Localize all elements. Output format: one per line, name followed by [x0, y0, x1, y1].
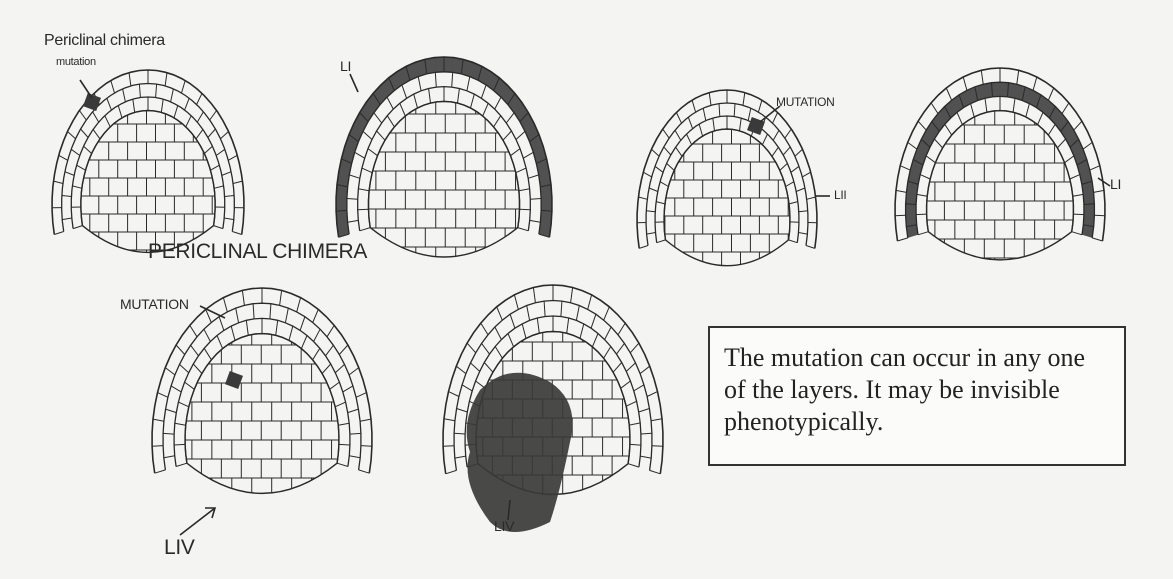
- dome-liv-sector: [443, 285, 663, 551]
- pointer-mutation-small: [80, 80, 92, 98]
- label-periclinal-chimera-small: Periclinal chimera: [44, 32, 165, 50]
- dome-liv-mutation: [152, 288, 372, 535]
- dome-li-shaded: [336, 57, 552, 304]
- label-li-1: LI: [340, 58, 351, 74]
- pointer-liv-1: [180, 508, 215, 535]
- dome-lii-shaded: [895, 68, 1105, 296]
- pointer-li-1: [350, 74, 358, 92]
- tunica-layer-line: [185, 334, 339, 464]
- tunica-layer-line: [927, 111, 1074, 232]
- label-li-2: LI: [1110, 176, 1121, 192]
- cell-core-outline: [664, 129, 790, 266]
- label-mutation-2: MUTATION: [120, 296, 189, 312]
- cell-core-outline: [369, 101, 520, 257]
- tunica-layer-line: [655, 116, 799, 243]
- explanation-text: The mutation can occur in any one of the…: [724, 342, 1110, 438]
- label-periclinal-chimera-big: PERICLINAL CHIMERA: [148, 240, 367, 264]
- tunica-layer-line: [81, 111, 215, 226]
- explanation-box: The mutation can occur in any one of the…: [708, 326, 1126, 466]
- label-liv-2: LIV: [494, 518, 514, 534]
- label-liv-1: LIV: [164, 536, 195, 560]
- tunica-layer-line: [71, 97, 224, 229]
- dome-lii-mutation: [637, 90, 817, 306]
- mutated-sector: [467, 373, 573, 532]
- cell-core-outline: [927, 111, 1074, 260]
- tunica-layer-line: [664, 129, 790, 240]
- label-lii: LII: [834, 188, 846, 202]
- label-mutation-1: MUTATION: [776, 95, 834, 109]
- mutated-cell: [83, 93, 101, 111]
- mutated-cell: [225, 371, 243, 389]
- cell-core-outline: [185, 334, 339, 494]
- tunica-layer-line: [174, 318, 350, 466]
- label-mutation-small: mutation: [56, 56, 96, 68]
- cell-core-outline: [81, 111, 215, 253]
